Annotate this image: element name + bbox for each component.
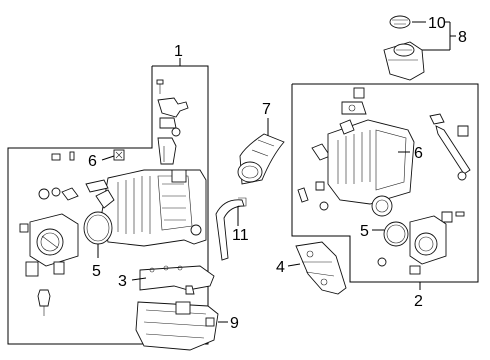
callout-6-left: 6 [88, 153, 97, 170]
callout-7: 7 [262, 101, 271, 118]
cover-part-9 [135, 301, 219, 351]
throttle-body-left [19, 213, 79, 316]
intake-housing-right [327, 119, 415, 217]
leader-lines [97, 21, 456, 323]
callout-10: 10 [428, 15, 446, 32]
right-assembly-group [291, 83, 479, 290]
left-assembly-group [7, 58, 209, 345]
throttle-body-right [409, 215, 447, 265]
callout-3: 3 [118, 273, 127, 290]
left-group-small-parts [51, 79, 189, 165]
callout-6-right: 6 [414, 145, 423, 162]
bracket-part-3 [139, 265, 215, 295]
callout-4: 4 [276, 259, 285, 276]
callout-1: 1 [174, 43, 183, 60]
callout-5-right: 5 [360, 223, 369, 240]
cap-part-10 [389, 15, 411, 29]
bracket-part-4 [295, 241, 347, 295]
callout-9: 9 [230, 315, 239, 332]
gasket-left [83, 211, 113, 245]
callout-5-left: 5 [92, 263, 101, 280]
callout-2: 2 [414, 293, 423, 310]
gasket-right [383, 221, 409, 247]
callout-8: 8 [458, 29, 467, 46]
pipe-part-11 [215, 197, 247, 261]
valve-assembly-part-8 [383, 41, 425, 81]
right-group-small-parts [297, 87, 471, 275]
hose-part-7 [237, 133, 285, 185]
callout-11: 11 [232, 227, 249, 244]
